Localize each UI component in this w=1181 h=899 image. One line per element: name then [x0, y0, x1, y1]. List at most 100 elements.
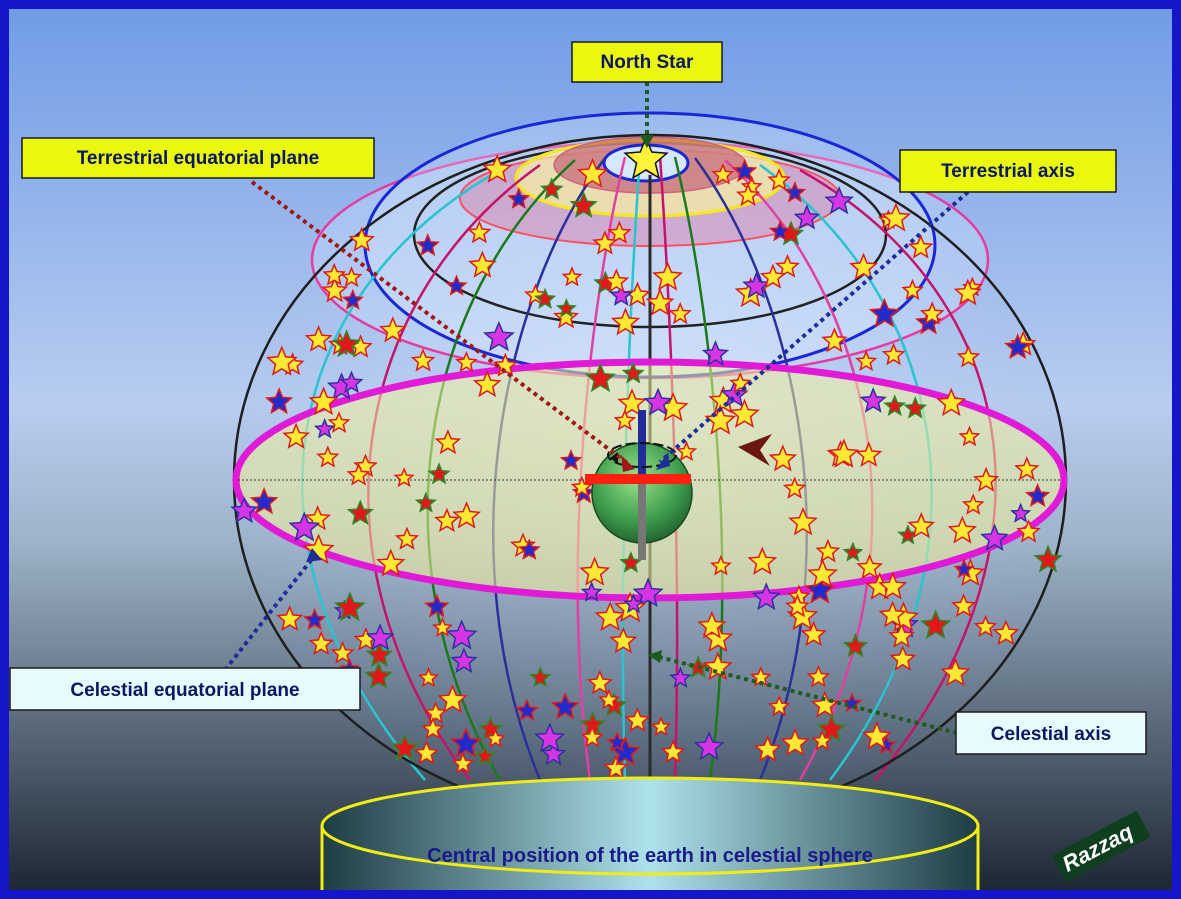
star-icon — [992, 619, 1020, 646]
star-icon — [888, 622, 915, 648]
star-icon — [759, 263, 787, 289]
star-icon — [919, 301, 945, 325]
star-icon — [340, 266, 363, 288]
label-north-star: North Star — [571, 41, 723, 83]
star-icon — [316, 445, 340, 468]
star-icon — [341, 288, 364, 310]
star-icon — [788, 507, 818, 536]
star-icon — [553, 303, 580, 329]
label-terrestrial-axis: Terrestrial axis — [899, 149, 1117, 193]
star-icon — [415, 233, 440, 257]
star-icon — [953, 558, 975, 579]
star-icon — [445, 274, 468, 296]
star-icon — [394, 526, 420, 550]
star-icon — [424, 593, 450, 618]
star-icon — [364, 661, 394, 689]
pointer-arrowheads — [306, 135, 670, 663]
star-icon — [452, 501, 482, 529]
star-icon — [308, 386, 339, 416]
star-icon — [413, 740, 440, 765]
star-icon — [482, 320, 515, 352]
star-icon — [807, 558, 839, 588]
celestial-equatorial-plane-label: Celestial equatorial plane — [70, 680, 299, 701]
pointer-lines — [223, 82, 970, 737]
star-icon — [842, 632, 869, 658]
star-icon — [947, 515, 978, 544]
star-icon — [878, 571, 908, 600]
star-icon — [961, 493, 985, 515]
star-icon — [693, 730, 725, 761]
star-icon — [346, 499, 374, 526]
celestial-axis-label: Celestial axis — [991, 724, 1111, 745]
star-icon — [889, 645, 917, 671]
star-icon — [579, 556, 611, 586]
star-icon — [855, 441, 883, 467]
star-icon — [580, 725, 604, 748]
star-icon — [783, 180, 807, 203]
star-icon — [434, 429, 462, 455]
celestial-axis-pointer — [654, 654, 966, 737]
star-icon — [421, 716, 445, 740]
star-icon — [842, 541, 864, 562]
star-icon — [903, 396, 928, 419]
star-icon — [437, 684, 468, 714]
star-icon — [584, 362, 617, 393]
star-icon — [1024, 482, 1051, 507]
star-icon — [861, 721, 892, 750]
star-icon — [704, 404, 737, 435]
star-icon — [780, 727, 810, 756]
star-icon — [907, 511, 936, 539]
star-icon — [768, 219, 792, 242]
star-icon — [393, 467, 415, 488]
star-icon — [427, 462, 451, 485]
star-icon — [767, 695, 791, 717]
star-icon — [821, 327, 848, 353]
star-icon — [607, 220, 632, 244]
star-icon — [515, 698, 539, 722]
star-icon — [856, 553, 883, 580]
star-icon — [550, 691, 580, 720]
star-icon — [451, 751, 475, 774]
star-icon — [534, 722, 566, 753]
star-icon — [308, 630, 334, 655]
star-icon — [849, 252, 878, 281]
star-icon — [650, 716, 672, 737]
star-icon — [675, 440, 698, 462]
star-icon — [313, 417, 336, 439]
star-icon — [473, 744, 497, 766]
star-icon — [445, 619, 478, 650]
star-icon — [302, 607, 327, 631]
star-icon — [632, 577, 664, 608]
star-icon — [610, 307, 641, 336]
star-icon — [907, 234, 934, 259]
star-icon — [742, 271, 771, 299]
star-icon — [972, 466, 1000, 492]
star-icon — [517, 538, 541, 560]
star-icon — [540, 740, 567, 766]
star-icon — [701, 340, 730, 367]
star-icon — [751, 582, 781, 611]
label-terrestrial-equatorial-plane: Terrestrial equatorial plane — [21, 137, 375, 179]
earth-globe-icon — [585, 410, 693, 560]
ground-caption: Central position of the earth in celesti… — [427, 845, 873, 867]
star-icon — [883, 394, 907, 417]
star-icon — [265, 345, 298, 376]
star-icon — [423, 701, 448, 724]
star-icon — [431, 616, 453, 637]
star-icon — [810, 690, 840, 718]
star-icon — [880, 202, 912, 232]
star-icon — [529, 666, 552, 688]
star-icon — [455, 350, 478, 373]
star-icon — [365, 640, 394, 668]
star-icon — [333, 591, 366, 622]
rotation-arrow-icon — [738, 434, 772, 466]
star-icon — [472, 369, 502, 398]
star-icon — [806, 664, 831, 688]
star-icon — [828, 438, 860, 468]
star-icon — [800, 620, 827, 647]
star-icon — [592, 230, 618, 255]
star-icon — [276, 605, 304, 631]
star-icon — [304, 325, 333, 352]
star-icon — [747, 546, 778, 575]
